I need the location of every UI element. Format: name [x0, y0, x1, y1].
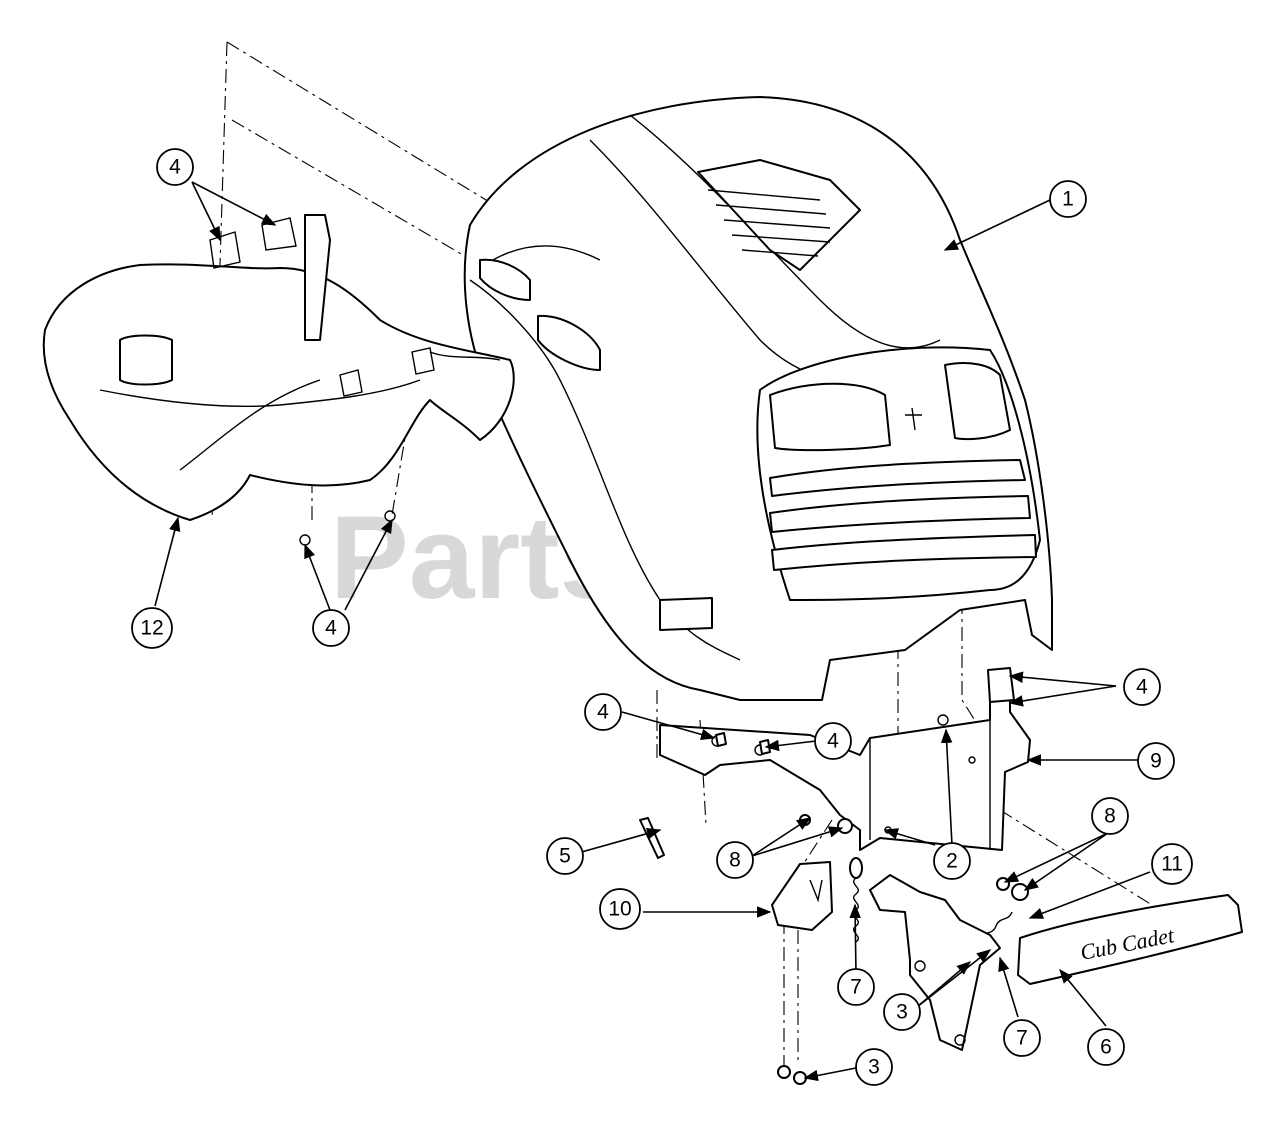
callout-2: 2 — [933, 842, 971, 880]
callout-label: 4 — [1136, 676, 1148, 699]
dash-console-part — [42, 214, 515, 546]
callout-label: 8 — [729, 849, 741, 872]
callout-label: 4 — [827, 730, 839, 753]
callout-4: 4 — [156, 148, 194, 186]
callout-3: 3 — [855, 1048, 893, 1086]
nameplate-part: Cub Cadet — [1017, 894, 1243, 985]
latch-part — [771, 861, 833, 931]
callout-label: 7 — [850, 976, 862, 999]
hood-part — [463, 96, 1053, 701]
callout-7: 7 — [837, 968, 875, 1006]
callout-4: 4 — [312, 609, 350, 647]
callout-4: 4 — [1123, 668, 1161, 706]
callout-5: 5 — [546, 837, 584, 875]
callout-3: 3 — [883, 993, 921, 1031]
callout-4: 4 — [814, 722, 852, 760]
callout-label: 3 — [868, 1056, 880, 1079]
callout-4: 4 — [584, 693, 622, 731]
callout-9: 9 — [1137, 742, 1175, 780]
callout-8: 8 — [1091, 797, 1129, 835]
clip-part — [639, 817, 665, 859]
callout-6: 6 — [1087, 1028, 1125, 1066]
callout-label: 4 — [597, 701, 609, 724]
callout-label: 12 — [140, 617, 163, 640]
latch-plate-part — [869, 874, 1001, 1051]
callout-label: 11 — [1161, 853, 1183, 876]
callout-label: 6 — [1100, 1036, 1112, 1059]
callout-12: 12 — [131, 607, 173, 649]
callout-label: 5 — [559, 845, 571, 868]
callout-label: 7 — [1016, 1027, 1028, 1050]
callout-label: 3 — [896, 1001, 908, 1024]
bracket-part — [659, 667, 1031, 851]
callout-label: 1 — [1062, 188, 1074, 211]
callout-label: 4 — [325, 617, 337, 640]
callout-label: 2 — [946, 850, 958, 873]
callout-1: 1 — [1049, 180, 1087, 218]
callout-7: 7 — [1003, 1019, 1041, 1057]
callout-10: 10 — [599, 888, 641, 930]
leader-lines — [154, 181, 1151, 1082]
callout-11: 11 — [1151, 843, 1193, 885]
callout-label: 9 — [1150, 750, 1162, 773]
callout-8: 8 — [716, 841, 754, 879]
callout-label: 10 — [608, 898, 631, 921]
callout-label: 8 — [1104, 805, 1116, 828]
callout-label: 4 — [169, 156, 181, 179]
